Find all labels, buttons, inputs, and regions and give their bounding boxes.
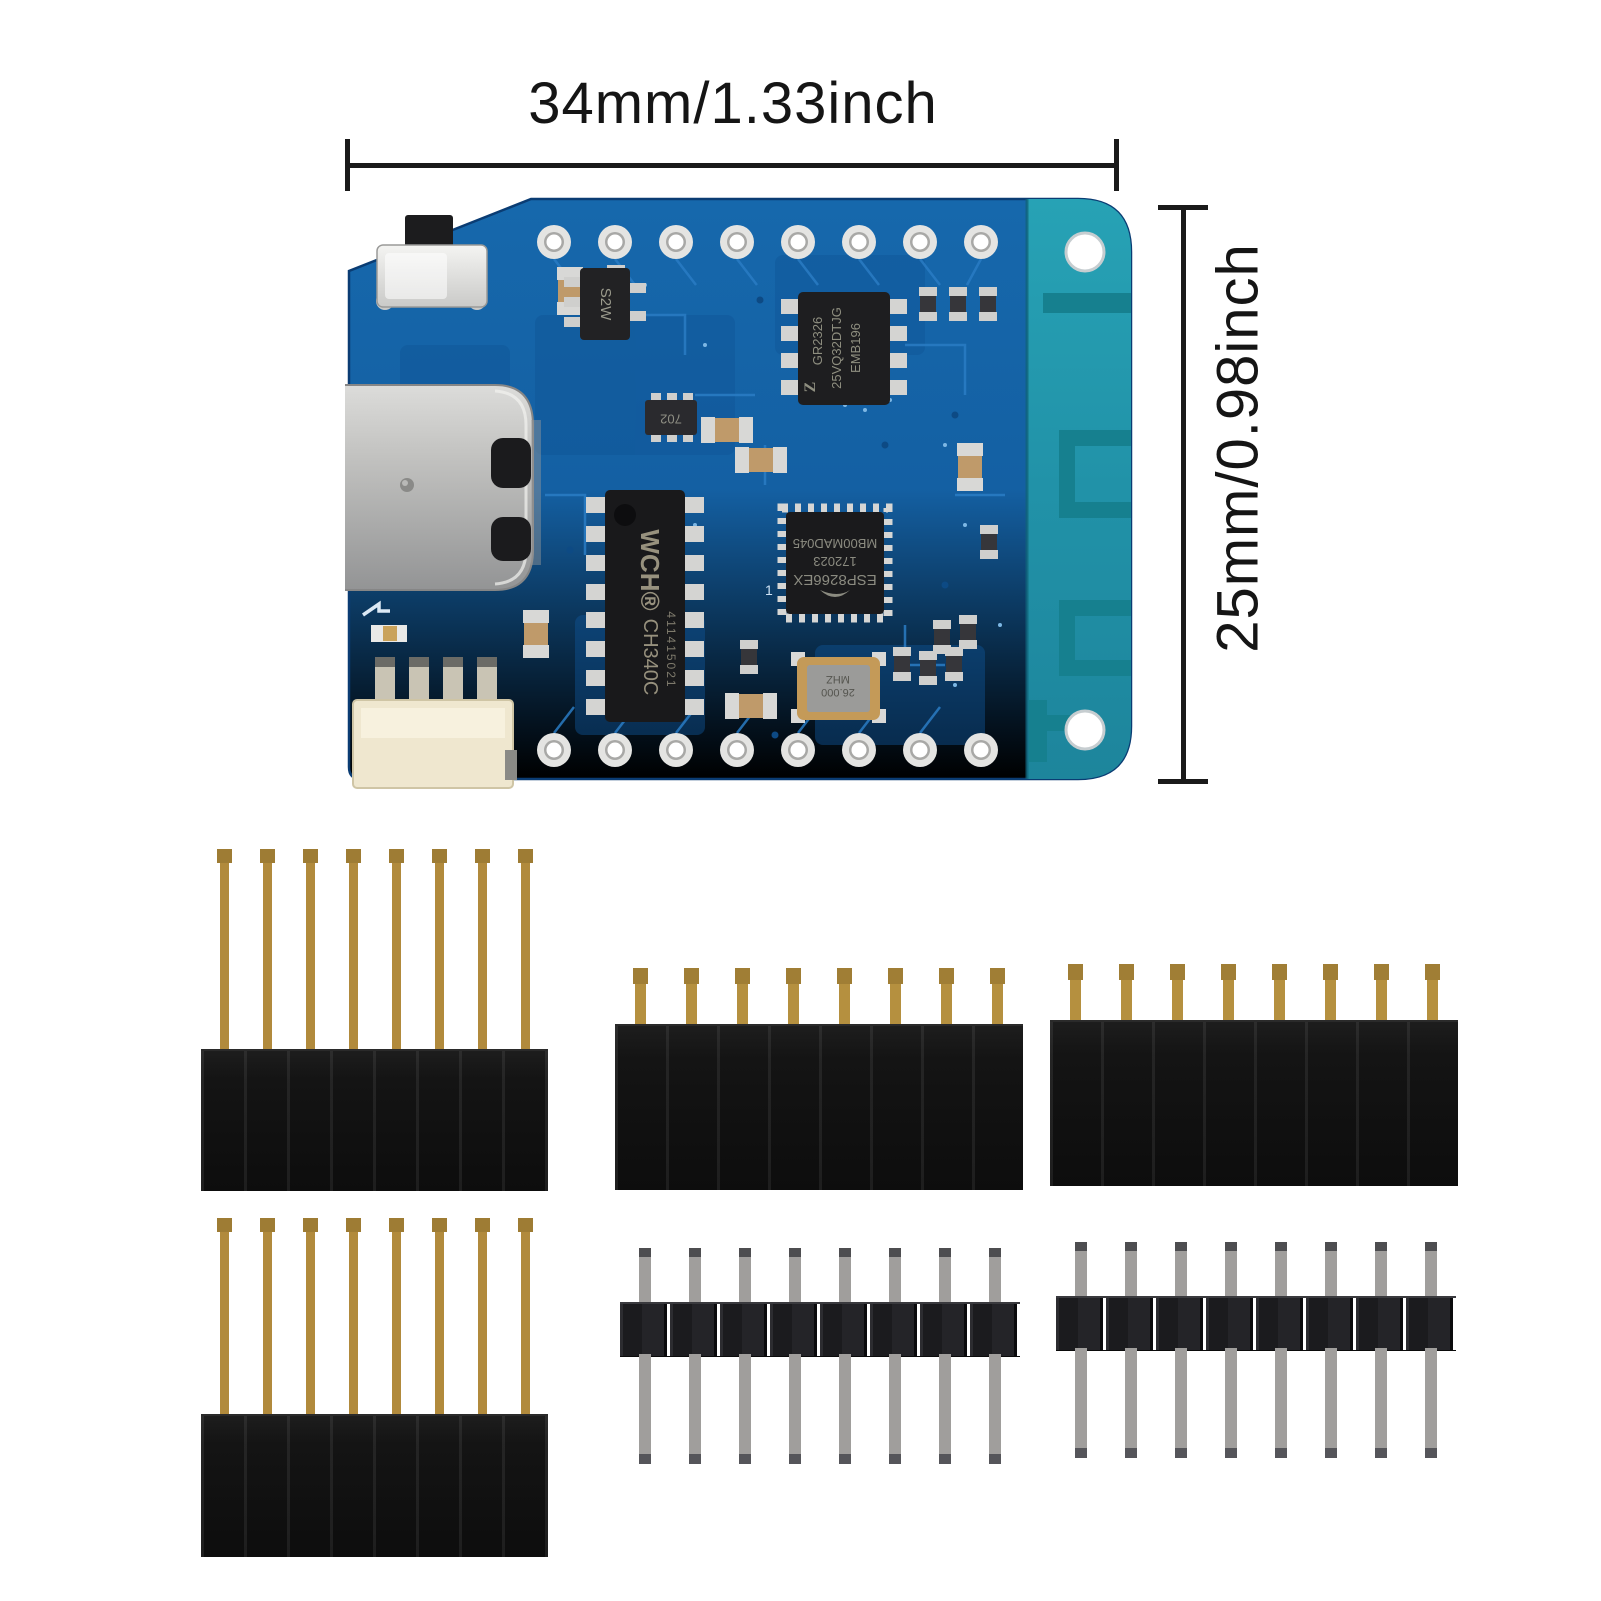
flash-marking-line3: EMB196 (848, 323, 863, 373)
usb-serial-part: CH340C (639, 619, 661, 696)
power-switch (376, 215, 488, 310)
flash-chip: Z GR2326 25VQ32DTJG EMB196 (781, 292, 907, 405)
width-dimension-tick-right (1114, 139, 1119, 191)
width-dimension-label: 34mm/1.33inch (528, 71, 938, 136)
height-dimension-tick-bottom (1158, 779, 1208, 784)
flash-logo: Z (802, 382, 819, 393)
pin-hole-rows (537, 225, 998, 767)
male-header-2-bottom-pins (1056, 1348, 1456, 1458)
height-dimension-label: 25mm/0.98inch (1205, 243, 1271, 653)
female-header-long-2-body (201, 1414, 548, 1557)
silk-arrow (362, 600, 390, 617)
usb-serial-serial: 411415021 (664, 611, 678, 688)
female-header-long-2-pins (201, 1218, 548, 1414)
female-header-short-1-body (615, 1024, 1023, 1190)
female-header-short-2-body (1050, 1020, 1458, 1186)
width-dimension-line (347, 163, 1119, 168)
mounting-hole-bottom (1064, 709, 1106, 751)
silk-pin1: 1 (765, 582, 773, 598)
wifi-mcu-chip: ESP8266EX 172023 MB00MAD045 1 (765, 503, 893, 623)
female-header-short-2-pins (1050, 964, 1458, 1020)
aux-ic-marking: 702 (660, 412, 682, 427)
female-header-long-1-body (201, 1049, 548, 1191)
crystal-unit: MHZ (826, 673, 850, 685)
mcu-marking-line1: ESP8266EX (793, 571, 876, 588)
flash-marking-line2: 25VQ32DTJG (829, 307, 844, 389)
dev-board: S2W 702 Z GR2326 25VQ32DTJG EMB196 (345, 197, 1133, 789)
mounting-hole-top (1064, 231, 1106, 273)
usb-serial-chip: WCH® CH340C 411415021 (586, 490, 704, 722)
height-dimension-tick-top (1158, 205, 1208, 210)
male-header-1-top-pins (620, 1248, 1020, 1302)
crystal-freq: 26.000 (821, 686, 855, 698)
usb-serial-brand: WCH® (635, 529, 665, 610)
height-dimension-line (1181, 207, 1186, 782)
female-header-long-1-pins (201, 849, 548, 1049)
male-header-1-bottom-pins (620, 1354, 1020, 1464)
status-led (362, 600, 407, 642)
mcu-marking-line3: MB00MAD045 (793, 536, 878, 551)
male-header-1-body (620, 1302, 1020, 1357)
crystal: 26.000 MHZ (791, 652, 886, 723)
antenna-zone (1027, 199, 1131, 779)
usb-c-connector (345, 384, 541, 591)
female-header-short-1-pins (615, 968, 1023, 1024)
aux-ic: 702 (645, 393, 697, 442)
regulator-ic: S2W (564, 268, 646, 340)
regulator-marking: S2W (597, 288, 614, 321)
width-dimension-tick-left (345, 139, 350, 191)
battery-connector (352, 657, 517, 789)
male-header-2-body (1056, 1296, 1456, 1351)
mcu-marking-line2: 172023 (813, 554, 856, 569)
flash-marking-line1: GR2326 (810, 317, 825, 365)
male-header-2-top-pins (1056, 1242, 1456, 1296)
mcu-logo (820, 590, 850, 597)
